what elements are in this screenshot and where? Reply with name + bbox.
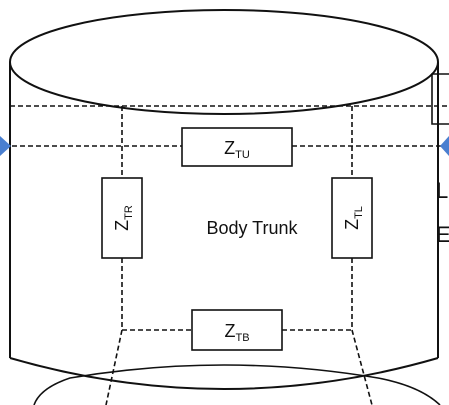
impedance-box-tl xyxy=(331,177,373,259)
cylinder-bottom-arc xyxy=(9,357,439,390)
impedance-box-tb xyxy=(191,309,283,351)
impedance-box-tu xyxy=(181,127,293,167)
right-port-node xyxy=(440,136,449,156)
body-trunk-label: Body Trunk xyxy=(206,218,298,238)
impedance-label-tb: ZTB xyxy=(224,321,249,344)
impedance-label-tu: ZTU xyxy=(224,138,250,161)
left-leg-wire xyxy=(105,329,123,405)
left-port-node xyxy=(0,136,11,156)
cylinder-top-ellipse xyxy=(9,9,439,115)
impedance-box-tr xyxy=(101,177,143,259)
cut-off-letter-2: E xyxy=(436,222,449,247)
right-leg-wire xyxy=(351,329,373,405)
lower-limb-outline xyxy=(33,364,441,405)
impedance-label-tl: ZTL xyxy=(342,206,365,230)
right-side-block xyxy=(431,73,449,125)
cut-off-letter-1: L xyxy=(436,178,448,203)
impedance-label-tr: ZTR xyxy=(112,205,135,231)
